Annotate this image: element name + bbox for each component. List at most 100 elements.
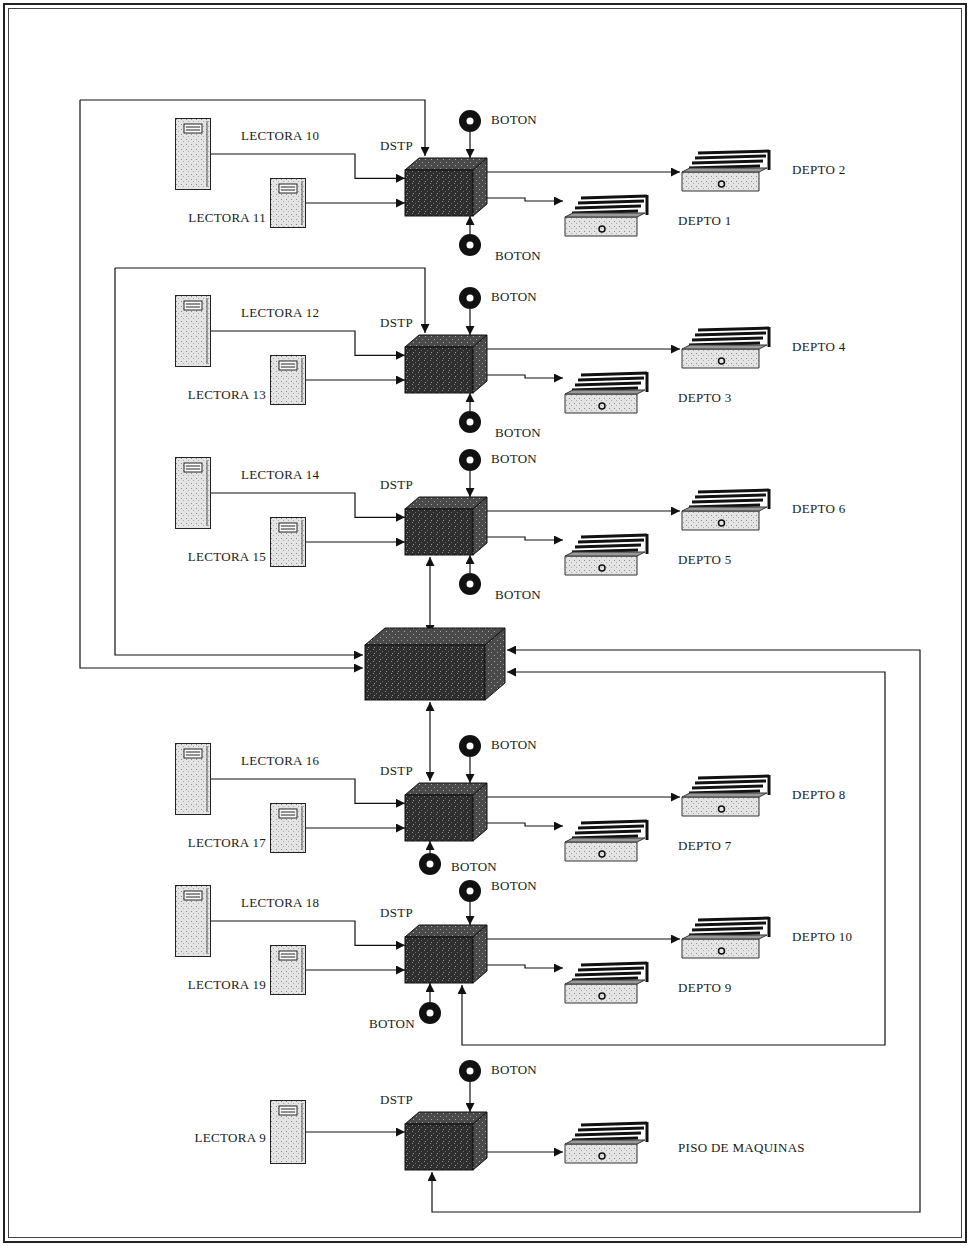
node-label: BOTON <box>491 1062 537 1077</box>
department-printer: DEPTO 3 <box>563 372 653 414</box>
icon <box>682 775 769 816</box>
central-hub <box>365 628 505 700</box>
node-shape <box>563 1122 653 1164</box>
connector <box>306 202 405 203</box>
node-label: BOTON <box>491 451 537 466</box>
node-shape <box>405 158 487 216</box>
connector <box>306 379 405 380</box>
node-label: LECTORA 13 <box>188 387 266 402</box>
dstp-box: DSTP <box>405 497 487 555</box>
connector <box>306 827 405 828</box>
node-label: DEPTO 6 <box>792 501 846 516</box>
node-label: LECTORA 12 <box>241 305 319 320</box>
icon <box>459 110 481 132</box>
icon <box>271 518 306 567</box>
push-button: BOTON <box>419 1002 441 1024</box>
card-reader: LECTORA 18 <box>175 885 211 957</box>
node-shape <box>563 534 653 576</box>
node-shape <box>563 372 653 414</box>
push-button: BOTON <box>459 1060 481 1082</box>
card-reader: LECTORA 17 <box>270 803 306 853</box>
node-label: DEPTO 2 <box>792 162 846 177</box>
card-reader: LECTORA 19 <box>270 945 306 995</box>
connector <box>487 171 680 172</box>
node-label: BOTON <box>495 587 541 602</box>
node-shape <box>175 295 211 367</box>
dstp-box: DSTP <box>405 158 487 216</box>
node-shape <box>563 962 653 1004</box>
connector <box>211 779 405 803</box>
icon <box>565 962 647 1003</box>
node-shape <box>459 234 481 256</box>
node-shape <box>563 820 653 862</box>
connector <box>469 393 470 411</box>
department-printer: DEPTO 10 <box>680 917 775 959</box>
icon <box>565 820 647 861</box>
node-shape <box>270 355 306 405</box>
hub-link <box>429 557 430 634</box>
icon <box>405 925 487 983</box>
push-button: BOTON <box>459 880 481 902</box>
icon <box>459 880 481 902</box>
node-shape <box>405 335 487 393</box>
connector <box>469 309 470 335</box>
node-shape <box>405 925 487 983</box>
node-shape <box>175 743 211 815</box>
icon <box>565 1122 647 1163</box>
push-button: BOTON <box>459 287 481 309</box>
icon <box>459 735 481 757</box>
node-shape <box>680 150 775 192</box>
icon <box>271 356 306 405</box>
connector <box>469 902 470 925</box>
node-label: LECTORA 19 <box>188 977 266 992</box>
department-printer: DEPTO 5 <box>563 534 653 576</box>
node-shape <box>270 178 306 228</box>
connector <box>429 983 430 1002</box>
node-shape <box>680 775 775 817</box>
node-shape <box>459 411 481 433</box>
node-shape <box>419 1002 441 1024</box>
node-label: DEPTO 3 <box>678 390 732 405</box>
connector <box>487 375 563 378</box>
node-label: LECTORA 14 <box>241 467 319 482</box>
node-label: DEPTO 8 <box>792 787 846 802</box>
icon <box>405 497 487 555</box>
loop-line <box>432 650 920 1212</box>
icon <box>459 287 481 309</box>
node-label: LECTORA 10 <box>241 128 319 143</box>
department-printer: DEPTO 2 <box>680 150 775 192</box>
connector <box>306 1131 405 1132</box>
card-reader: LECTORA 13 <box>270 355 306 405</box>
connector <box>469 757 470 783</box>
node-label: LECTORA 17 <box>188 835 266 850</box>
node-label: BOTON <box>491 289 537 304</box>
node-label: DSTP <box>380 138 413 153</box>
card-reader: LECTORA 16 <box>175 743 211 815</box>
node-shape <box>680 327 775 369</box>
node-shape <box>419 853 441 875</box>
dstp-box: DSTP <box>405 335 487 393</box>
connector <box>469 132 470 158</box>
node-label: DEPTO 4 <box>792 339 846 354</box>
node-shape <box>270 803 306 853</box>
icon <box>682 327 769 368</box>
icon <box>405 158 487 216</box>
department-printer: PISO DE MAQUINAS <box>563 1122 653 1164</box>
node-shape <box>405 1112 487 1170</box>
node-label: BOTON <box>491 112 537 127</box>
node-label: LECTORA 16 <box>241 753 319 768</box>
node-shape <box>459 573 481 595</box>
department-printer: DEPTO 8 <box>680 775 775 817</box>
node-label: DSTP <box>380 905 413 920</box>
connector <box>469 555 470 573</box>
icon <box>459 234 481 256</box>
connector <box>487 938 680 939</box>
node-label: LECTORA 15 <box>188 549 266 564</box>
node-shape <box>270 945 306 995</box>
icon <box>176 744 211 815</box>
icon <box>405 783 487 841</box>
node-shape <box>459 1060 481 1082</box>
department-printer: DEPTO 1 <box>563 195 653 237</box>
push-button: BOTON <box>459 411 481 433</box>
